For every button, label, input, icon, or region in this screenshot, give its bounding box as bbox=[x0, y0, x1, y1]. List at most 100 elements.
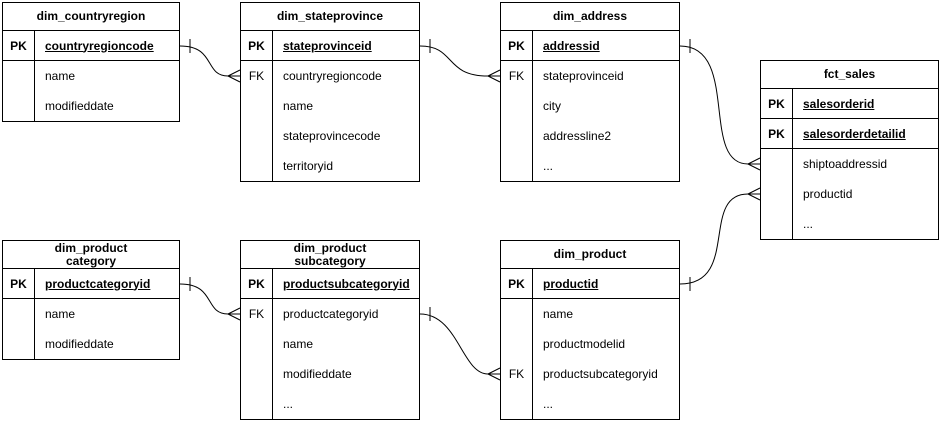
attribute-field: ... bbox=[543, 397, 554, 411]
key-cell bbox=[3, 61, 35, 91]
pk-field: productcategoryid bbox=[45, 276, 151, 291]
attribute-field: productmodelid bbox=[543, 337, 626, 351]
pk-row: PK countryregioncode bbox=[3, 31, 179, 61]
attribute-field: name bbox=[45, 69, 76, 83]
entity-dim-product[interactable]: dim_product PK productid name productmod… bbox=[500, 240, 680, 420]
attribute-field: countryregioncode bbox=[283, 69, 382, 83]
entity-dim-product-subcategory[interactable]: dim_product subcategory PK productsubcat… bbox=[240, 240, 420, 420]
entity-title: dim_stateprovince bbox=[241, 3, 419, 31]
attribute-row: FK productsubcategoryid bbox=[501, 359, 679, 389]
attribute-row: modifieddate bbox=[3, 91, 179, 121]
attribute-row: FK stateprovinceid bbox=[501, 61, 679, 91]
attribute-field: name bbox=[283, 99, 314, 113]
attribute-row: modifieddate bbox=[3, 329, 179, 359]
key-cell bbox=[501, 151, 533, 181]
pk-row: PK addressid bbox=[501, 31, 679, 61]
pk-badge: PK bbox=[3, 31, 35, 60]
entity-dim-countryregion[interactable]: dim_countryregion PK countryregioncode n… bbox=[2, 2, 180, 122]
key-cell bbox=[241, 389, 273, 419]
edge-stateprovince-to-address[interactable] bbox=[419, 39, 501, 83]
attribute-row: ... bbox=[761, 209, 938, 239]
fk-badge: FK bbox=[501, 359, 533, 389]
attribute-row: ... bbox=[241, 389, 419, 419]
crowsfoot-many-icon bbox=[747, 187, 761, 201]
relationship-line bbox=[419, 313, 489, 375]
pk-row: PK stateprovinceid bbox=[241, 31, 419, 61]
key-cell bbox=[241, 329, 273, 359]
relationship-line bbox=[679, 45, 749, 165]
pk-row: PK productid bbox=[501, 269, 679, 299]
key-cell bbox=[3, 91, 35, 121]
entity-dim-product-category[interactable]: dim_product category PK productcategoryi… bbox=[2, 240, 180, 360]
attribute-row: productid bbox=[761, 179, 938, 209]
pk-row: PK productsubcategoryid bbox=[241, 269, 419, 299]
entity-fct-sales[interactable]: fct_sales PK salesorderid PK salesorderd… bbox=[760, 60, 939, 240]
key-cell bbox=[501, 329, 533, 359]
pk-badge: PK bbox=[241, 269, 273, 298]
crowsfoot-many-icon bbox=[487, 367, 501, 381]
entity-title: dim_product subcategory bbox=[241, 241, 419, 269]
attribute-field: productcategoryid bbox=[283, 307, 379, 321]
attribute-field: ... bbox=[543, 159, 554, 173]
attribute-field: name bbox=[543, 307, 574, 321]
entity-title: dim_product bbox=[501, 241, 679, 269]
edge-address-to-fctsales[interactable] bbox=[679, 39, 761, 171]
key-cell bbox=[3, 299, 35, 329]
attribute-field: productsubcategoryid bbox=[543, 367, 658, 381]
attribute-field: name bbox=[45, 307, 76, 321]
attribute-row: name bbox=[241, 329, 419, 359]
entity-dim-address[interactable]: dim_address PK addressid FK stateprovinc… bbox=[500, 2, 680, 182]
attribute-row: ... bbox=[501, 151, 679, 181]
edge-product-to-fctsales[interactable] bbox=[679, 187, 761, 291]
crowsfoot-many-icon bbox=[227, 69, 241, 83]
pk-field: addressid bbox=[543, 38, 600, 53]
edge-countryregion-to-stateprovince[interactable] bbox=[179, 39, 241, 83]
attribute-field: stateprovincecode bbox=[283, 129, 381, 143]
pk-row: PK salesorderid bbox=[761, 89, 938, 119]
attribute-row: name bbox=[501, 299, 679, 329]
fk-badge: FK bbox=[501, 61, 533, 91]
key-cell bbox=[3, 329, 35, 359]
key-cell bbox=[241, 151, 273, 181]
attribute-row: territoryid bbox=[241, 151, 419, 181]
attribute-field: name bbox=[283, 337, 314, 351]
attribute-row: ... bbox=[501, 389, 679, 419]
pk-field: salesorderdetailid bbox=[803, 126, 906, 141]
fk-badge: FK bbox=[241, 61, 273, 91]
pk-row: PK productcategoryid bbox=[3, 269, 179, 299]
attribute-field: ... bbox=[803, 217, 814, 231]
pk-field: stateprovinceid bbox=[283, 38, 372, 53]
edge-productsubcategory-to-product[interactable] bbox=[419, 307, 501, 381]
attribute-row: modifieddate bbox=[241, 359, 419, 389]
relationship-line bbox=[179, 45, 229, 77]
fk-badge: FK bbox=[241, 299, 273, 329]
entity-dim-stateprovince[interactable]: dim_stateprovince PK stateprovinceid FK … bbox=[240, 2, 420, 182]
key-cell bbox=[241, 359, 273, 389]
key-cell bbox=[761, 149, 793, 179]
pk-field: productid bbox=[543, 276, 599, 291]
pk-badge: PK bbox=[501, 31, 533, 60]
key-cell bbox=[501, 299, 533, 329]
pk-badge: PK bbox=[241, 31, 273, 60]
attribute-row: name bbox=[3, 299, 179, 329]
crowsfoot-many-icon bbox=[227, 307, 241, 321]
entity-title: dim_product category bbox=[3, 241, 179, 269]
pk-field: productsubcategoryid bbox=[283, 276, 410, 291]
edge-productcategory-to-productsubcategory[interactable] bbox=[179, 277, 241, 321]
pk-badge: PK bbox=[761, 119, 793, 148]
entity-title: dim_countryregion bbox=[3, 3, 179, 31]
relationship-line bbox=[679, 193, 749, 285]
attribute-field: territoryid bbox=[283, 159, 334, 173]
pk-badge: PK bbox=[3, 269, 35, 298]
crowsfoot-many-icon bbox=[747, 157, 761, 171]
relationship-line bbox=[179, 283, 229, 315]
attribute-row: name bbox=[241, 91, 419, 121]
attribute-row: productmodelid bbox=[501, 329, 679, 359]
attribute-field: stateprovinceid bbox=[543, 69, 624, 83]
entity-title: dim_address bbox=[501, 3, 679, 31]
attribute-field: addressline2 bbox=[543, 129, 612, 143]
attribute-field: shiptoaddressid bbox=[803, 157, 888, 171]
attribute-row: shiptoaddressid bbox=[761, 149, 938, 179]
